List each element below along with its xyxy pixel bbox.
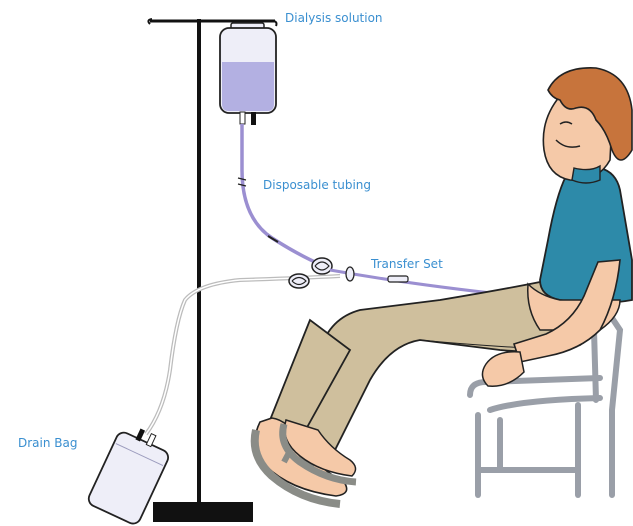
iv-stand-base	[153, 502, 253, 522]
label-disposable-tubing: Disposable tubing	[263, 178, 371, 192]
dialysis-solution-bag	[220, 23, 276, 125]
label-transfer-set: Transfer Set	[371, 257, 443, 271]
label-drain-bag: Drain Bag	[18, 436, 77, 450]
disposable-tubing	[238, 124, 332, 274]
dialysis-solution-liquid	[222, 62, 274, 111]
patient-head	[543, 68, 632, 183]
label-dialysis-solution: Dialysis solution	[285, 11, 383, 25]
